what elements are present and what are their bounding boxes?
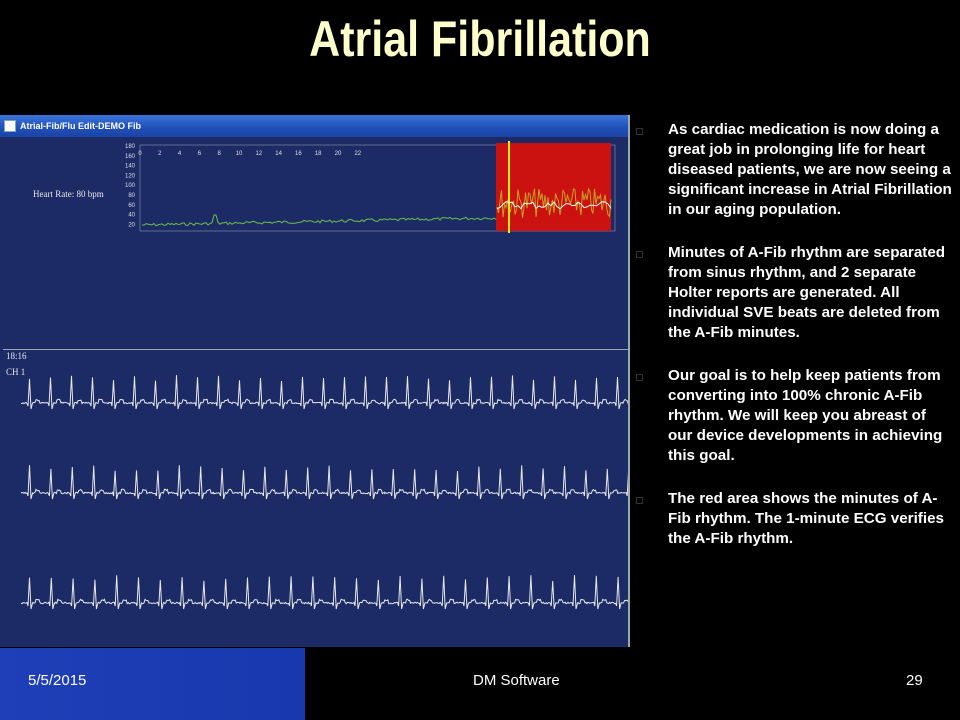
- ecg-app-window: Atrial-Fib/Flu Edit-DEMO Fib Heart Rate:…: [0, 115, 630, 647]
- trend-y-axis: 180 160 140 120 100 80 60 40 20: [125, 144, 136, 228]
- app-icon: [4, 120, 16, 132]
- footer-date: 5/5/2015: [28, 672, 87, 689]
- ecg-trace: [20, 465, 628, 500]
- afib-mean-line: [496, 201, 612, 210]
- y-tick-label: 60: [128, 203, 135, 209]
- x-tick-label: 16: [295, 151, 302, 157]
- bullet-icon: [636, 497, 643, 504]
- y-tick-label: 40: [128, 213, 135, 219]
- x-tick-label: 22: [354, 151, 361, 157]
- bullet-text: Our goal is to help keep patients from c…: [668, 367, 943, 464]
- afib-trend-line: [496, 187, 612, 218]
- x-tick-label: 8: [218, 151, 222, 157]
- bullet-icon: [636, 251, 643, 258]
- bullet-text: As cardiac medication is now doing a gre…: [668, 121, 952, 218]
- bullet-item: Our goal is to help keep patients from c…: [636, 366, 954, 466]
- y-tick-label: 100: [125, 183, 136, 189]
- slide-title: Atrial Fibrillation: [309, 11, 651, 67]
- y-tick-label: 120: [125, 173, 136, 179]
- x-tick-label: 4: [178, 151, 182, 157]
- footer-accent: [0, 648, 305, 720]
- trend-plot-frame: [139, 144, 616, 232]
- x-tick-label: 10: [236, 151, 243, 157]
- x-tick-label: 2: [158, 151, 162, 157]
- strip-time-label: 18:16: [6, 351, 27, 361]
- footer-page-number: 29: [906, 672, 923, 689]
- ecg-trace: [20, 575, 628, 610]
- trend-x-axis: 0 2 4 6 8 10 12 14 16 18 20 22: [138, 151, 361, 157]
- window-title-bar[interactable]: Atrial-Fib/Flu Edit-DEMO Fib: [0, 115, 628, 137]
- window-title: Atrial-Fib/Flu Edit-DEMO Fib: [20, 121, 141, 131]
- ecg-strips: [20, 375, 628, 610]
- heart-rate-label: Heart Rate: 80 bpm: [33, 189, 104, 199]
- y-tick-label: 160: [125, 154, 136, 160]
- strip-channel-label: CH 1: [6, 367, 26, 377]
- y-tick-label: 180: [125, 144, 136, 150]
- y-tick-label: 140: [125, 164, 136, 170]
- heart-rate-trend-line: [141, 214, 497, 227]
- y-tick-label: 20: [128, 222, 135, 228]
- y-tick-label: 80: [128, 193, 135, 199]
- heart-rate-trend-graph[interactable]: 180 160 140 120 100 80 60 40 20 0 2 4 6 8 10 12 14 16 18 2…: [3, 141, 628, 349]
- bullet-item: Minutes of A-Fib rhythm are separated fr…: [636, 243, 954, 343]
- x-tick-label: 20: [335, 151, 342, 157]
- footer-company: DM Software: [473, 672, 560, 689]
- afib-region[interactable]: [496, 143, 611, 231]
- x-tick-label: 0: [138, 151, 142, 157]
- bullet-icon: [636, 374, 643, 381]
- bullet-item: The red area shows the minutes of A-Fib …: [636, 489, 954, 549]
- bullet-item: As cardiac medication is now doing a gre…: [636, 120, 954, 220]
- bullet-text: The red area shows the minutes of A-Fib …: [668, 490, 944, 547]
- bullet-list: As cardiac medication is now doing a gre…: [636, 120, 954, 572]
- ecg-trace: [20, 375, 628, 410]
- bullet-icon: [636, 128, 643, 135]
- x-tick-label: 12: [255, 151, 262, 157]
- x-tick-label: 18: [315, 151, 322, 157]
- x-tick-label: 6: [198, 151, 202, 157]
- bullet-text: Minutes of A-Fib rhythm are separated fr…: [668, 244, 946, 341]
- x-tick-label: 14: [275, 151, 282, 157]
- ecg-strip-panel[interactable]: 18:16 CH 1: [3, 351, 628, 647]
